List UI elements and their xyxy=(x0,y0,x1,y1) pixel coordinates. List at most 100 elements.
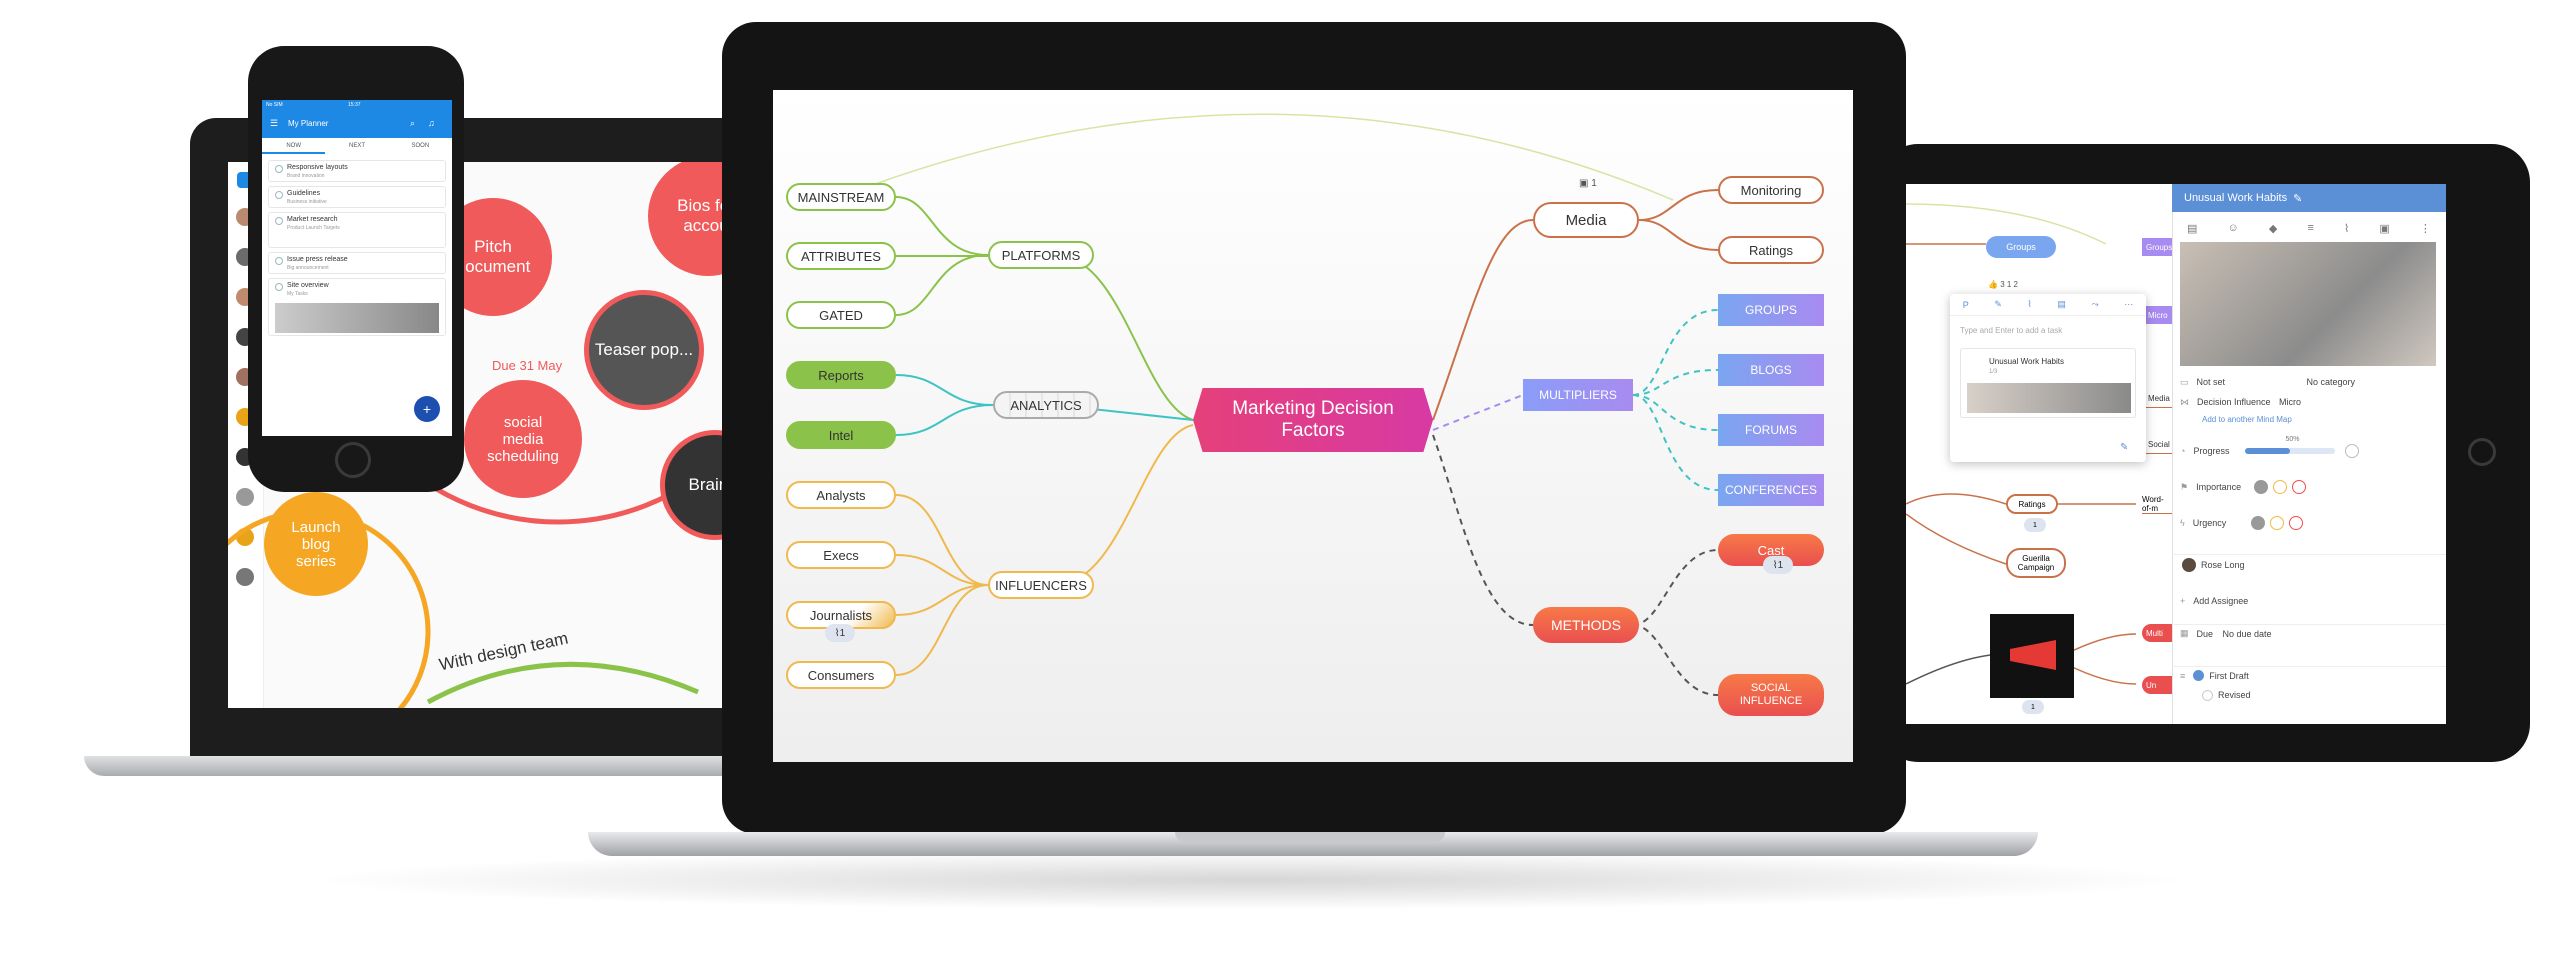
menu-icon[interactable]: ☰ xyxy=(270,118,279,128)
tag-icon[interactable]: ◆ xyxy=(2268,222,2278,235)
avatar xyxy=(2182,557,2196,572)
edit-icon[interactable]: ✎ xyxy=(2120,442,2129,453)
task-popup: P ✎ ⌇ ▤ ⤳ ⋯ Type and Enter to add a task… xyxy=(1950,294,2146,462)
tab-now[interactable]: NOW xyxy=(262,138,326,154)
more-icon[interactable]: ⋯ xyxy=(2124,299,2134,309)
node-mainstream[interactable]: MAINSTREAM xyxy=(786,183,896,211)
check-icon[interactable] xyxy=(275,217,283,225)
ratings-badge[interactable]: 1 xyxy=(2024,518,2046,532)
mindmap-connectors xyxy=(839,113,1719,696)
node-platforms[interactable]: PLATFORMS xyxy=(988,241,1094,269)
node-social-influence[interactable]: SOCIAL INFLUENCE xyxy=(1718,674,1824,716)
node-consumers[interactable]: Consumers xyxy=(786,661,896,689)
check-icon[interactable] xyxy=(275,257,283,265)
search-icon[interactable]: ⌕ xyxy=(410,118,416,128)
tablet-screen: Groups Groups 👍 3 1 2 Micro Media Social… xyxy=(1906,184,2446,724)
node-blogs[interactable]: BLOGS xyxy=(1718,354,1824,386)
popup-toolbar: P ✎ ⌇ ▤ ⤳ ⋯ xyxy=(1950,294,2146,316)
paperclip-icon: ⌇ xyxy=(834,627,840,639)
pin-icon[interactable]: P xyxy=(1962,299,1969,310)
bubble-social-media[interactable]: social media scheduling xyxy=(464,380,582,498)
tool-icon[interactable]: ✎ xyxy=(1994,299,2002,309)
tablet-node-micro[interactable]: Micro xyxy=(2144,306,2172,324)
tablet-node-social[interactable]: Social xyxy=(2144,436,2172,454)
node-forums[interactable]: FORUMS xyxy=(1718,414,1824,446)
megaphone-image[interactable] xyxy=(1990,614,2074,698)
tab-next[interactable]: NEXT xyxy=(348,143,365,149)
node-reports[interactable]: Reports xyxy=(786,361,896,389)
panel-header: Unusual Work Habits✎ xyxy=(2172,184,2446,212)
node-multipliers[interactable]: MULTIPLIERS xyxy=(1523,379,1633,411)
tablet-node-groups-right[interactable]: Groups xyxy=(2142,238,2172,256)
add-assignee-row[interactable]: +Add Assignee xyxy=(2180,596,2249,606)
tablet-node-groups[interactable]: Groups xyxy=(1986,236,2056,258)
checkbox-checked[interactable] xyxy=(2193,670,2205,681)
node-analytics[interactable]: ANALYTICS xyxy=(993,391,1099,419)
checkbox[interactable] xyxy=(2202,689,2213,701)
list-icon[interactable]: ≡ xyxy=(2307,222,2314,234)
card-icon[interactable]: ▤ xyxy=(2187,222,2198,235)
task-card[interactable]: Unusual Work Habits 1/3 xyxy=(1960,348,2136,418)
check-icon[interactable] xyxy=(275,191,283,199)
tablet-node-un[interactable]: Un xyxy=(2142,676,2172,694)
attach-icon[interactable]: ⌇ xyxy=(2343,222,2350,235)
node-conferences[interactable]: CONFERENCES xyxy=(1718,474,1824,506)
node-ratings[interactable]: Ratings xyxy=(1718,236,1824,264)
emoji-icon[interactable]: ☺ xyxy=(2227,222,2239,234)
node-monitoring[interactable]: Monitoring xyxy=(1718,176,1824,204)
bell-icon[interactable]: ♫ xyxy=(428,118,435,128)
edit-title-icon[interactable]: ✎ xyxy=(2293,192,2303,205)
node-groups[interactable]: GROUPS xyxy=(1718,294,1824,326)
tablet-node-guerilla[interactable]: Guerilla Campaign xyxy=(2006,548,2066,578)
mindmap-canvas: MAINSTREAM ATTRIBUTES GATED Reports Inte… xyxy=(773,90,1853,762)
node-execs[interactable]: Execs xyxy=(786,541,896,569)
cast-attachment-badge[interactable]: ⌇1 xyxy=(1763,556,1793,574)
add-task-input[interactable]: Type and Enter to add a task xyxy=(1960,326,2063,335)
node-gated[interactable]: GATED xyxy=(786,301,896,329)
node-influencers[interactable]: INFLUENCERS xyxy=(988,571,1094,599)
bubble-launch-blog[interactable]: Launch blog series xyxy=(264,492,368,596)
tablet-node-word-of[interactable]: Word-of-m xyxy=(2142,494,2172,514)
central-topic[interactable]: Marketing Decision Factors xyxy=(1193,388,1433,452)
avatar[interactable] xyxy=(236,488,254,506)
urgency-dot[interactable] xyxy=(2250,516,2265,530)
calendar-icon: ▦ xyxy=(2180,628,2189,638)
attachment-badge[interactable]: ⌇1 xyxy=(825,624,855,642)
avatar[interactable] xyxy=(236,568,254,586)
importance-dot[interactable] xyxy=(2273,480,2288,494)
check-icon[interactable] xyxy=(275,283,283,291)
tablet-node-media[interactable]: Media xyxy=(2144,390,2172,408)
importance-dot[interactable] xyxy=(2254,480,2269,494)
progress-slider[interactable]: 50% xyxy=(2245,436,2336,454)
share-icon[interactable]: ⤳ xyxy=(2091,299,2099,309)
node-methods[interactable]: METHODS xyxy=(1533,607,1639,643)
check-icon[interactable] xyxy=(275,165,283,173)
urgency-dot[interactable] xyxy=(2288,516,2303,530)
more-vert-icon[interactable]: ⋮ xyxy=(2419,222,2431,235)
megaphone-badge[interactable]: 1 xyxy=(2022,700,2044,714)
bubble-teaser[interactable]: Teaser pop... xyxy=(584,290,704,410)
importance-dot[interactable] xyxy=(2292,480,2307,494)
tablet-node-multi[interactable]: Multi xyxy=(2142,624,2172,642)
add-task-button[interactable]: + xyxy=(414,396,440,422)
node-media[interactable]: Media xyxy=(1533,202,1639,238)
add-to-mindmap-link[interactable]: Add to another Mind Map xyxy=(2202,414,2292,424)
complete-toggle[interactable] xyxy=(2345,444,2360,458)
link-icon[interactable]: ⌇ xyxy=(2027,299,2032,309)
node-intel[interactable]: Intel xyxy=(786,421,896,449)
comment-icon[interactable]: ▤ xyxy=(2057,299,2066,309)
image-icon[interactable]: ▣ xyxy=(2379,222,2390,235)
tablet-node-ratings[interactable]: Ratings xyxy=(2006,494,2058,514)
node-analysts[interactable]: Analysts xyxy=(786,481,896,509)
node-attributes[interactable]: ATTRIBUTES xyxy=(786,242,896,270)
urgency-dot[interactable] xyxy=(2269,516,2284,530)
tab-soon[interactable]: SOON xyxy=(411,143,430,149)
phone-screen: No SIM 15:37 ☰ My Planner ⌕ ♫ NOW NEXT S… xyxy=(262,100,452,436)
